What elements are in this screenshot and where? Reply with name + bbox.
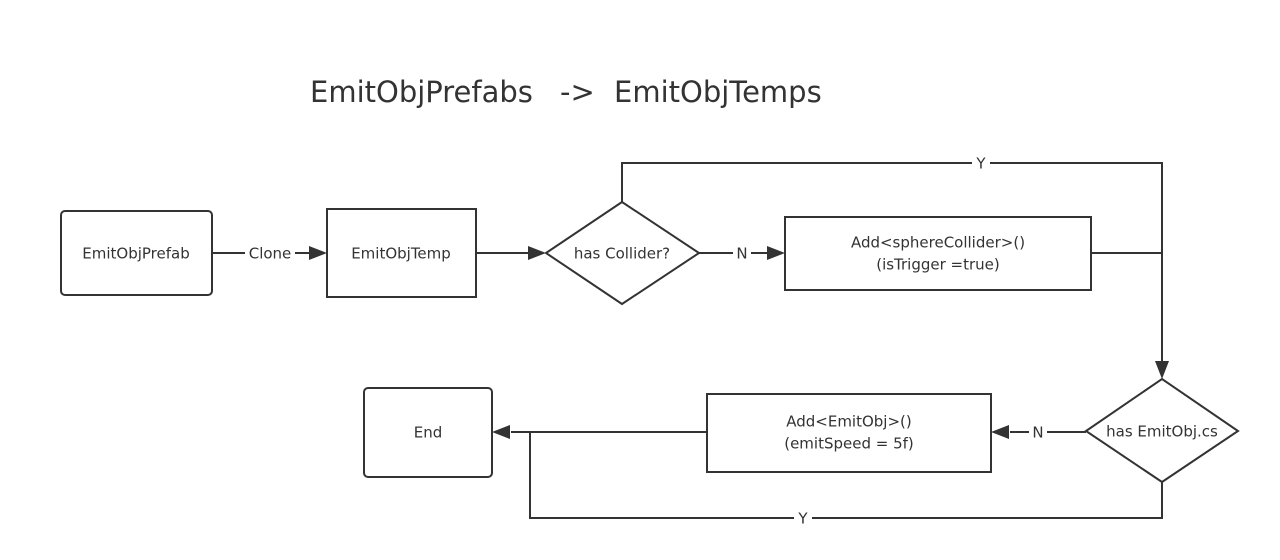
edge-label-collider-no: N — [736, 245, 747, 263]
edge-label-emitobj-yes: Y — [797, 510, 808, 528]
node-label-add-collider-line2: (isTrigger =true) — [876, 256, 1000, 274]
edge-label-clone: Clone — [249, 245, 292, 263]
edge-add-emitobj-to-end — [492, 425, 707, 439]
edge-label-collider-yes: Y — [975, 155, 986, 173]
node-label-add-emitobj-line1: Add<EmitObj>() — [786, 413, 912, 431]
node-emitobj-temp: EmitObjTemp — [326, 208, 477, 298]
edge-collider-yes: Y — [621, 153, 1169, 379]
edge-temp-to-collider-check — [476, 246, 546, 260]
node-label-add-collider-line1: Add<sphereCollider>() — [851, 234, 1025, 252]
node-label-end: End — [414, 424, 443, 442]
node-end: End — [363, 387, 493, 478]
node-label-temp: EmitObjTemp — [351, 245, 451, 263]
node-add-sphere-collider: Add<sphereCollider>() (isTrigger =true) — [784, 216, 1092, 291]
node-has-emitobj: has EmitObj.cs — [1084, 377, 1240, 484]
edge-label-emitobj-no: N — [1032, 424, 1043, 442]
node-has-collider: has Collider? — [544, 200, 701, 306]
node-add-emitobj: Add<EmitObj>() (emitSpeed = 5f) — [706, 393, 992, 473]
node-label-has-emitobj: has EmitObj.cs — [1106, 423, 1218, 441]
diagram-title-right: EmitObjTemps — [614, 75, 822, 109]
edge-clone: Clone — [212, 243, 327, 263]
diagram-title-arrow: -> — [560, 75, 595, 109]
edge-emitobj-yes: Y — [529, 432, 1163, 528]
edge-emitobj-no: N — [991, 422, 1086, 442]
node-emitobj-prefab: EmitObjPrefab — [60, 210, 213, 296]
edge-collider-no: N — [699, 243, 785, 263]
node-label-has-collider: has Collider? — [574, 245, 670, 263]
node-label-prefab: EmitObjPrefab — [82, 245, 189, 263]
diagram-title-left: EmitObjPrefabs — [310, 75, 533, 109]
node-label-add-emitobj-line2: (emitSpeed = 5f) — [784, 435, 914, 453]
